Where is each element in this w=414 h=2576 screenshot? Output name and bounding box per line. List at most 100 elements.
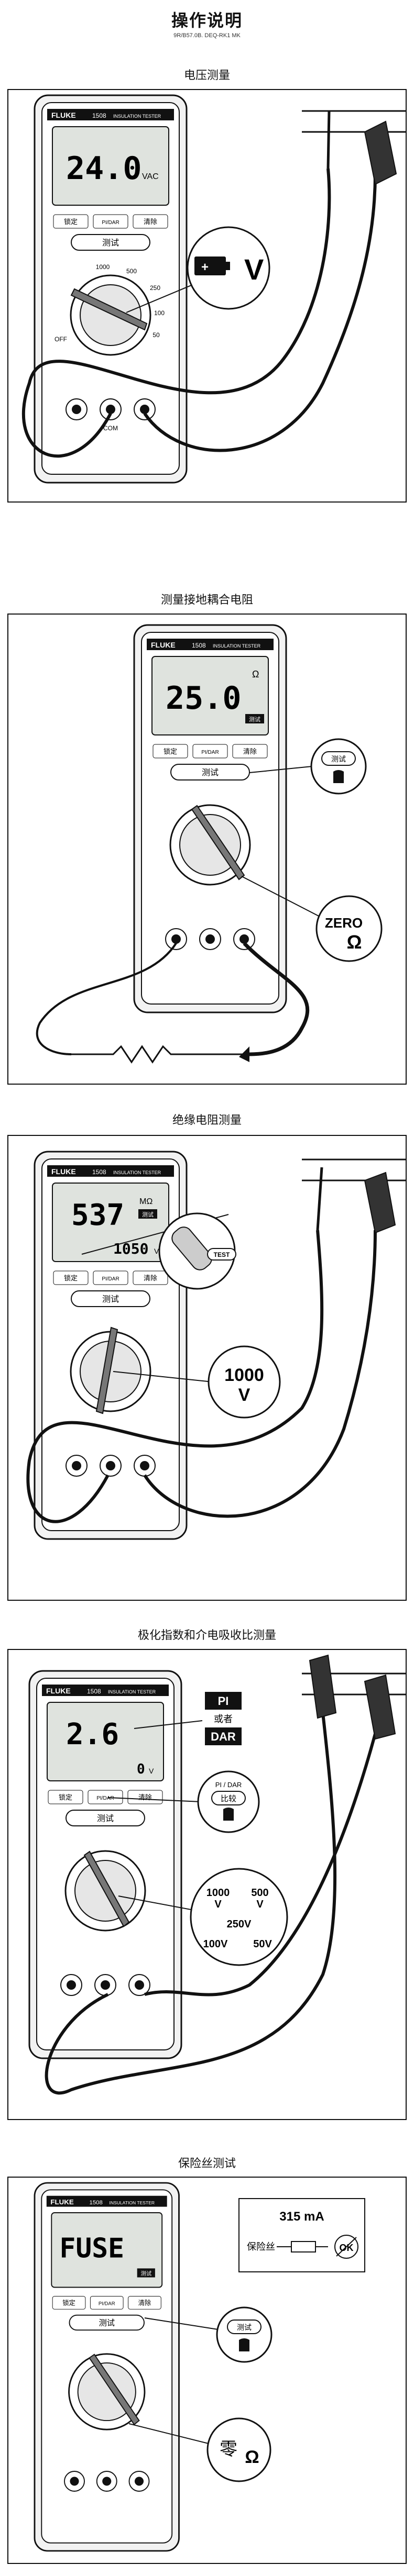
clear-button[interactable] bbox=[232, 744, 268, 759]
meter-subtitle: INSULATION TESTER bbox=[113, 114, 161, 119]
plus-icon: + bbox=[201, 260, 209, 274]
svg-text:锁定: 锁定 bbox=[62, 2299, 75, 2307]
alligator-clip-1 bbox=[309, 1654, 337, 1719]
svg-text:DAR: DAR bbox=[211, 1730, 236, 1743]
voltage-diagram: FLUKE 1508 INSULATION TESTER 24.0 VAC 锁定… bbox=[21, 94, 406, 484]
page-title: 操作说明 bbox=[171, 11, 243, 30]
svg-text:测试: 测试 bbox=[102, 238, 119, 248]
svg-text:测试: 测试 bbox=[237, 2323, 252, 2332]
insulation-figure: FLUKE 1508 INSULATION TESTER 537 MΩ 测试 1… bbox=[7, 1135, 407, 1601]
hold-button[interactable] bbox=[152, 744, 188, 759]
lcd-unit: VAC bbox=[142, 172, 159, 181]
dial-pointer bbox=[191, 805, 245, 880]
svg-text:测试: 测试 bbox=[102, 1295, 119, 1304]
test-lead-black bbox=[26, 1230, 324, 1523]
fuse-test-figure: FLUKE 1508 INSULATION TESTER FUSE 测试 锁定 … bbox=[7, 2177, 407, 2564]
svg-text:PI: PI bbox=[218, 1694, 229, 1708]
fuse-test-diagram: FLUKE 1508 INSULATION TESTER FUSE 测试 锁定 … bbox=[34, 2182, 365, 2552]
meter-3: FLUKE 1508 INSULATION TESTER 537 MΩ 测试 1… bbox=[34, 1151, 188, 1540]
svg-text:清除: 清除 bbox=[243, 748, 257, 755]
svg-text:100: 100 bbox=[154, 309, 165, 317]
svg-text:PI/DAR: PI/DAR bbox=[96, 1796, 114, 1801]
dial-pointer bbox=[70, 288, 148, 331]
svg-text:1000: 1000 bbox=[206, 1887, 230, 1899]
lcd-reading: 2.6 bbox=[66, 1718, 119, 1752]
insulation-diagram: FLUKE 1508 INSULATION TESTER 537 MΩ 测试 1… bbox=[26, 1151, 406, 1540]
pi-dar-button[interactable] bbox=[88, 1790, 123, 1804]
voltage-range-callout bbox=[208, 1345, 281, 1419]
test-lead-red bbox=[143, 173, 377, 452]
svg-text:250: 250 bbox=[150, 284, 160, 292]
lcd-tag: 测试 bbox=[142, 1211, 154, 1218]
svg-text:PI/DAR: PI/DAR bbox=[201, 750, 219, 755]
svg-text:ZERO: ZERO bbox=[325, 915, 363, 931]
test-lead-b bbox=[243, 942, 310, 1056]
section-title-earth-bond: 测量接地耦合电阻 bbox=[160, 593, 253, 606]
alligator-clip bbox=[364, 1172, 396, 1234]
svg-text:1508: 1508 bbox=[92, 1168, 106, 1176]
lcd-reading: FUSE bbox=[60, 2233, 125, 2265]
svg-text:1508: 1508 bbox=[90, 2200, 103, 2206]
svg-text:锁定: 锁定 bbox=[164, 748, 177, 755]
earth-bond-diagram: FLUKE 1508 INSULATION TESTER 25.0 Ω 测试 锁… bbox=[36, 624, 383, 1064]
test-lead-red bbox=[144, 1733, 377, 1997]
dial-pointer bbox=[83, 1850, 130, 1927]
probe bbox=[316, 1167, 323, 1231]
probe-handle-icon bbox=[171, 1226, 212, 1270]
svg-text:INSULATION TESTER: INSULATION TESTER bbox=[113, 1170, 161, 1175]
finger-press-icon bbox=[239, 2338, 249, 2351]
section-title-fuse: 保险丝测试 bbox=[178, 2157, 236, 2170]
svg-text:比较: 比较 bbox=[221, 1794, 236, 1803]
svg-text:清除: 清除 bbox=[138, 2299, 151, 2307]
alligator-clip bbox=[364, 120, 397, 185]
lcd-tag: 测试 bbox=[249, 716, 260, 723]
svg-text:1508: 1508 bbox=[192, 642, 206, 649]
finger-press-icon bbox=[333, 770, 344, 783]
clear-button[interactable] bbox=[133, 214, 168, 229]
section-title-voltage: 电压测量 bbox=[183, 69, 230, 82]
ohm-icon: Ω bbox=[347, 931, 362, 953]
svg-text:OFF: OFF bbox=[55, 336, 67, 343]
battery-icon bbox=[194, 257, 226, 275]
pi-dar-button[interactable] bbox=[93, 214, 128, 229]
meter-brand: FLUKE bbox=[51, 111, 76, 119]
test-lead-black bbox=[21, 168, 331, 458]
test-button[interactable] bbox=[71, 234, 150, 251]
svg-text:锁定: 锁定 bbox=[59, 1793, 72, 1801]
section-title-insulation: 绝缘电阻测量 bbox=[172, 1113, 242, 1127]
clear-button[interactable] bbox=[127, 1790, 163, 1804]
pi-dar-figure: FLUKE 1508 INSULATION TESTER 2.6 0 V 锁定 … bbox=[7, 1649, 407, 2120]
probe bbox=[326, 110, 331, 169]
clear-button[interactable] bbox=[133, 1270, 168, 1285]
svg-text:50V: 50V bbox=[253, 1938, 272, 1950]
hold-button[interactable] bbox=[52, 2296, 86, 2310]
badge-pi bbox=[205, 1692, 242, 1710]
earth-bond-figure: FLUKE 1508 INSULATION TESTER 25.0 Ω 测试 锁… bbox=[7, 614, 407, 1085]
clear-button[interactable] bbox=[128, 2296, 161, 2310]
svg-text:TEST: TEST bbox=[214, 1251, 230, 1258]
test-button[interactable] bbox=[71, 1290, 150, 1307]
lcd-reading: 537 bbox=[71, 1198, 124, 1232]
hold-button[interactable] bbox=[53, 214, 89, 229]
svg-text:50: 50 bbox=[152, 331, 160, 339]
test-button[interactable] bbox=[66, 1810, 145, 1826]
section-title-pi-dar: 极化指数和介电吸收比测量 bbox=[137, 1629, 276, 1642]
zero-callout bbox=[315, 895, 383, 962]
pi-dar-button[interactable] bbox=[192, 744, 228, 759]
pi-dar-button[interactable] bbox=[90, 2296, 124, 2310]
hold-button[interactable] bbox=[48, 1790, 83, 1804]
finger-press-icon bbox=[223, 1808, 234, 1821]
fuse-rating: 315 mA bbox=[279, 2210, 324, 2224]
hold-button[interactable] bbox=[53, 1270, 89, 1285]
badge-dar bbox=[205, 1727, 242, 1745]
voltage-options-callout bbox=[190, 1868, 288, 1966]
svg-text:清除: 清除 bbox=[144, 1274, 157, 1282]
pi-dar-diagram: FLUKE 1508 INSULATION TESTER 2.6 0 V 锁定 … bbox=[28, 1654, 406, 2095]
test-button[interactable] bbox=[69, 2314, 145, 2331]
meter-4: FLUKE 1508 INSULATION TESTER 2.6 0 V 锁定 … bbox=[28, 1670, 182, 2059]
pi-dar-button[interactable] bbox=[93, 1270, 128, 1285]
svg-text:100V: 100V bbox=[203, 1938, 228, 1950]
svg-text:500: 500 bbox=[126, 267, 137, 275]
resistor-symbol bbox=[71, 1045, 249, 1064]
svg-text:500: 500 bbox=[251, 1887, 268, 1899]
